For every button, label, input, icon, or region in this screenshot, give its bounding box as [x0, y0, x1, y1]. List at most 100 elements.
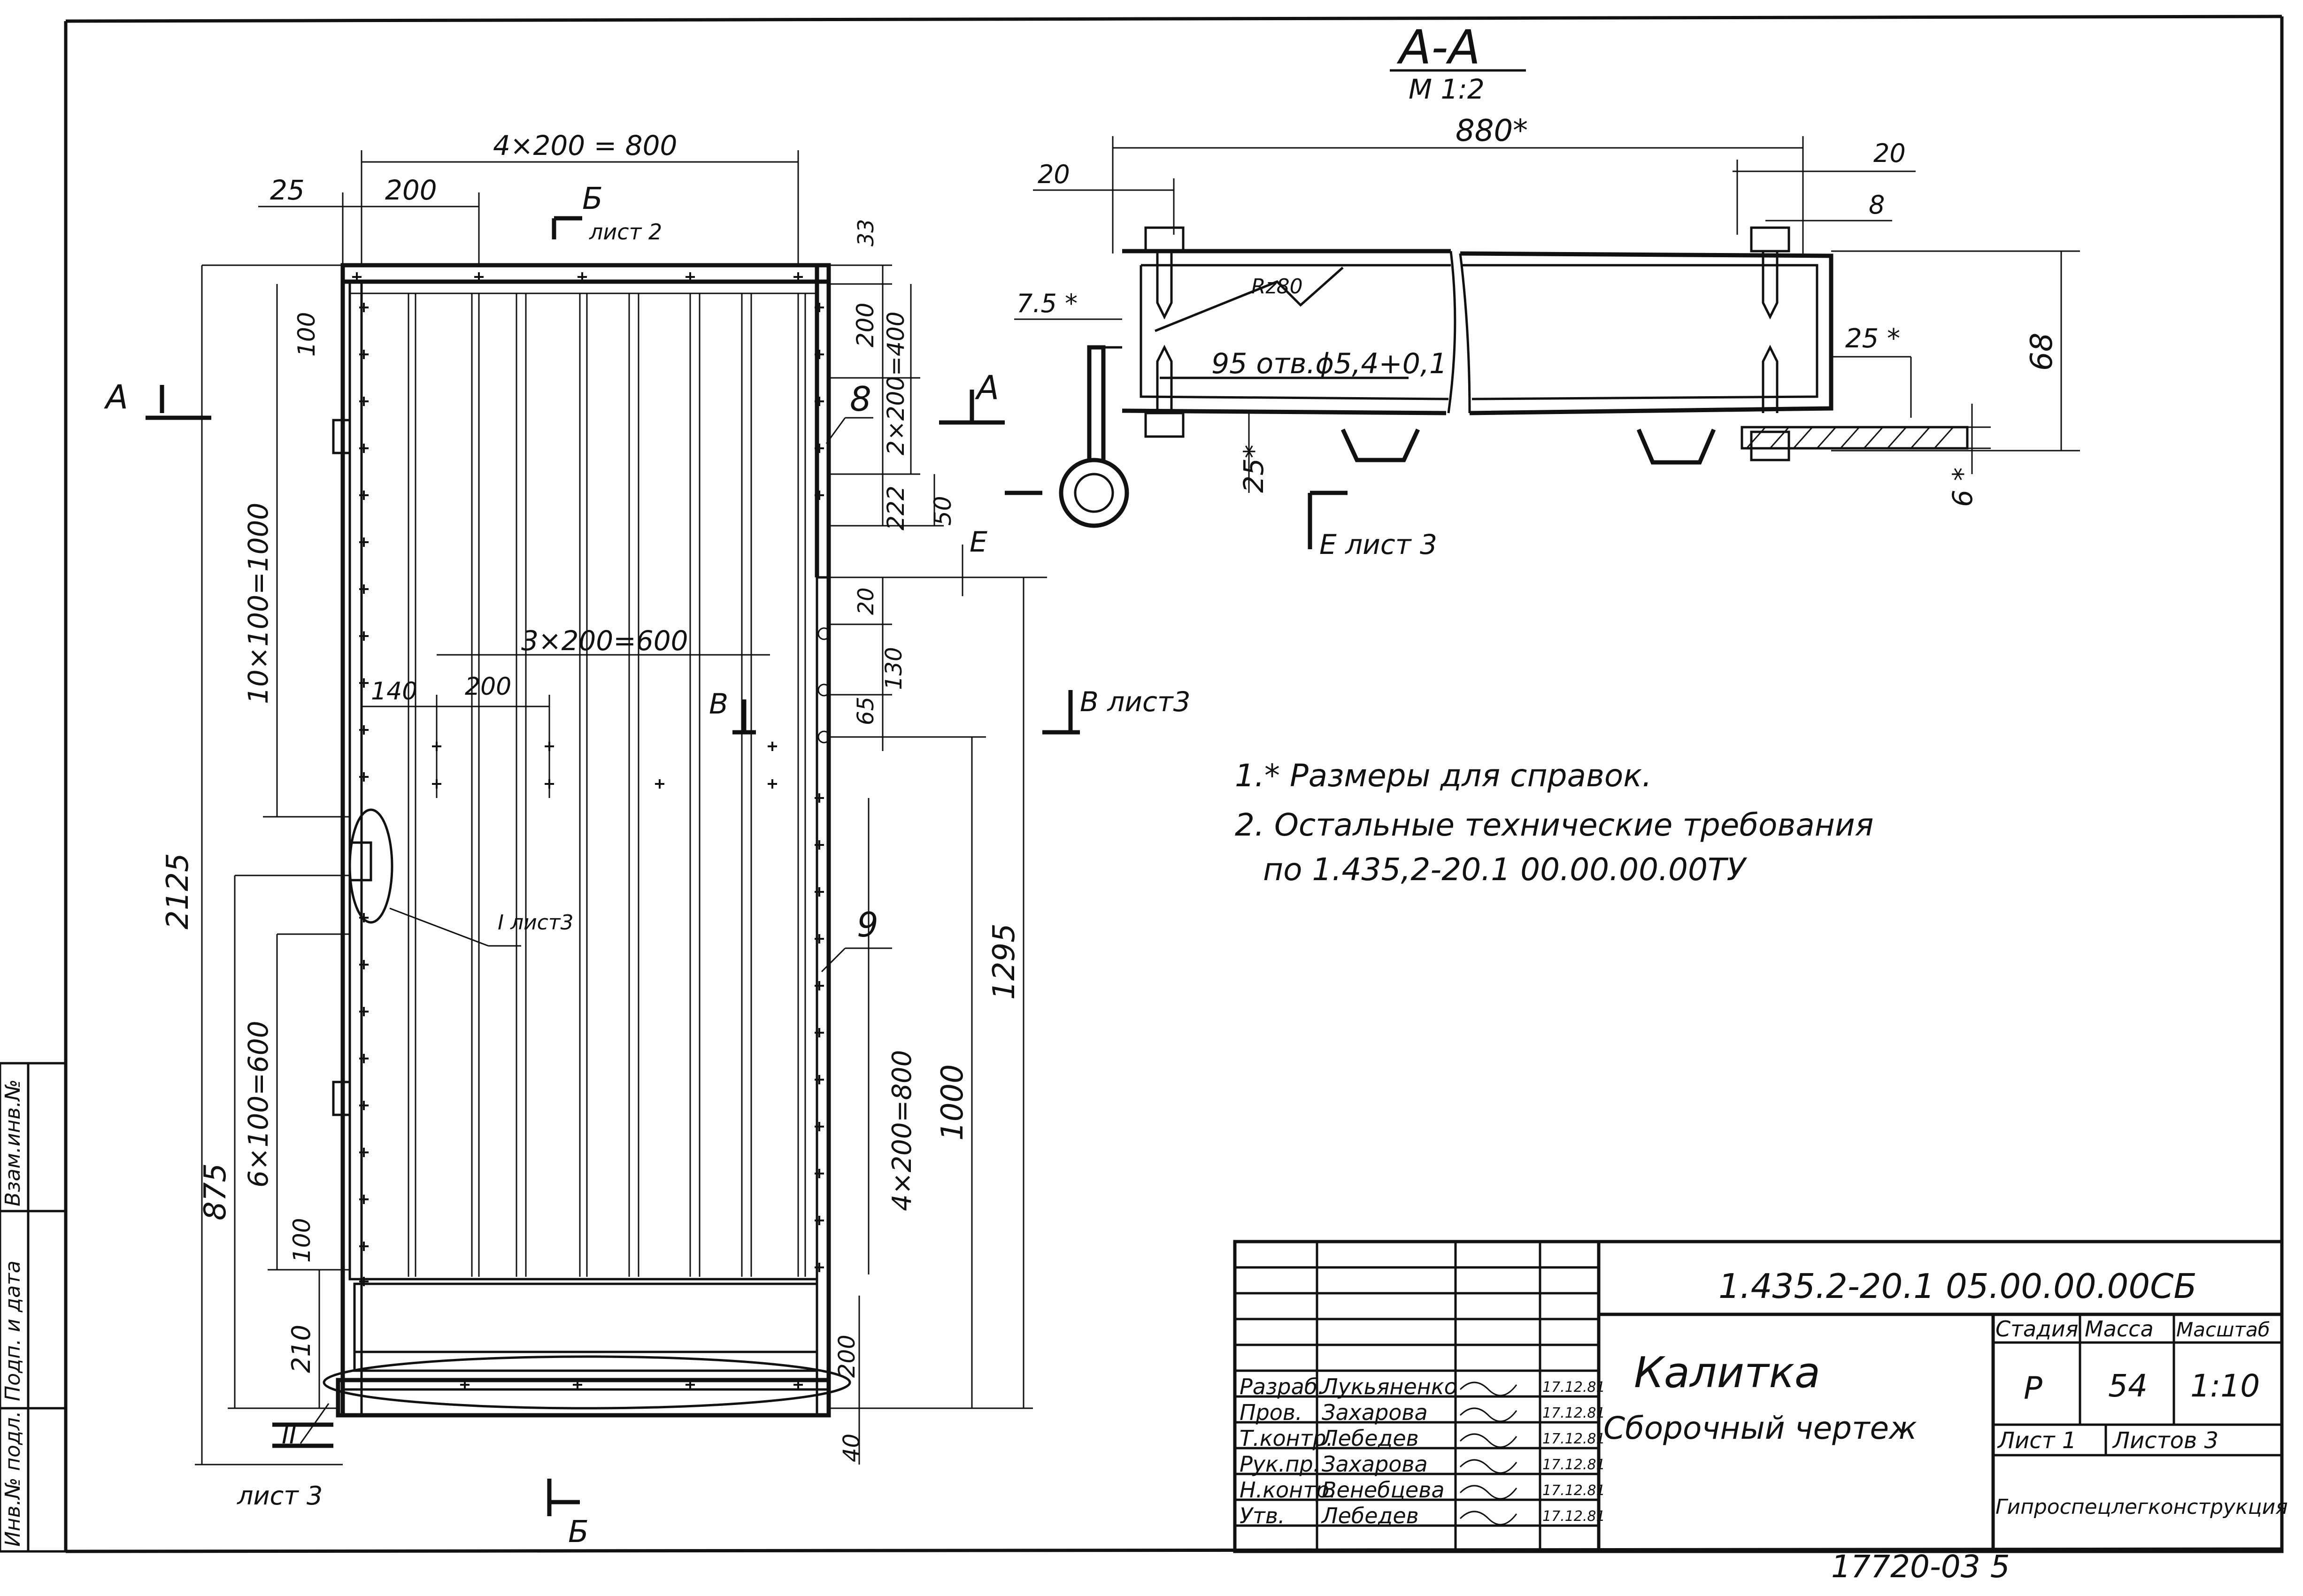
dim-50: 50 [929, 496, 956, 526]
hinge-lower [332, 1081, 351, 1116]
dim-1295: 1295 [987, 923, 1022, 1000]
doc-type: Сборочный чертеж [1603, 1410, 1917, 1446]
gate-front-view [323, 263, 851, 1418]
dim-1000-right: 1000 [935, 1064, 970, 1141]
seal-strip [1741, 426, 1969, 450]
signature-name: Лебедев [1321, 1503, 1419, 1528]
signature-role: Н.контр. [1240, 1477, 1336, 1503]
dim-6x100-600: 6×100=600 [242, 1021, 274, 1188]
dim-20-right: 20 [853, 587, 878, 615]
signature-name: Лукьяненко [1321, 1374, 1457, 1399]
signature-row: Утв. Лебедев 17.12.81 [1240, 1503, 1605, 1528]
cut-b-bottom: Б [568, 1515, 589, 1550]
signature-name: Захарова [1322, 1451, 1428, 1477]
organization: Гипроспецлегконструкция [1995, 1495, 2288, 1519]
dim-3x200-600: 3×200=600 [521, 625, 688, 657]
dim-68: 68 [2025, 333, 2059, 371]
signature-date: 17.12.81 [1542, 1482, 1605, 1499]
holes-note: 95 отв.ϕ5,4+0,1 [1211, 347, 1447, 380]
signature-name: Захарова [1322, 1400, 1428, 1425]
signature-date: 17.12.81 [1542, 1379, 1605, 1396]
dim-222: 222 [882, 486, 909, 530]
dim-25-below: 25* [1238, 445, 1270, 493]
dim-20-left: 20 [1038, 160, 1070, 189]
dim-20-right: 20 [1873, 138, 1906, 168]
dim-4x200-800-right: 4×200=800 [887, 1050, 917, 1211]
signature-name: Лебедев [1321, 1426, 1419, 1451]
signature-row: Пров. Захарова 17.12.81 [1240, 1400, 1605, 1425]
view-a-left: А [104, 378, 128, 416]
dim-8: 8 [1869, 190, 1885, 220]
dim-200-right-bottom: 200 [834, 1335, 860, 1378]
stamp-vzam-inv: Взам.инв.№ [1, 1079, 25, 1206]
value-mass: 54 [2108, 1368, 2148, 1404]
callout-8: 8 [850, 379, 871, 419]
view-e-section: Е лист 3 [1319, 529, 1437, 560]
value-scale: 1:10 [2190, 1368, 2260, 1404]
dim-33: 33 [853, 219, 878, 246]
roughness-rz80: Rz80 [1251, 275, 1303, 299]
signature-row: Разраб. Лукьяненко 17.12.81 [1240, 1374, 1605, 1399]
detail-ii-label: II [282, 1420, 297, 1450]
callout-9: 9 [857, 905, 878, 944]
dim-100-top: 100 [293, 312, 320, 357]
signature-role: Т.контр. [1240, 1426, 1333, 1451]
dim-210: 210 [286, 1325, 316, 1373]
dim-40: 40 [839, 1434, 865, 1462]
signature-date: 17.12.81 [1542, 1508, 1605, 1525]
stamp-inv-podl: Инв.№ подл. [1, 1411, 25, 1547]
signature-role: Утв. [1240, 1503, 1285, 1528]
side-stamp: Инв.№ подл. Подп. и дата Взам.инв.№ [0, 1062, 67, 1553]
cut-b-top-sheet: лист 2 [589, 219, 662, 245]
dim-200-right-top: 200 [852, 303, 879, 347]
signature-role: Разраб. [1240, 1374, 1325, 1399]
doc-name: Калитка [1634, 1348, 1820, 1397]
dim-6: 6 * [1947, 468, 1979, 507]
stamp-podp-data: Подп. и дата [1, 1260, 25, 1401]
signature-role: Пров. [1240, 1400, 1302, 1425]
header-stage: Стадия [1995, 1316, 2078, 1342]
footer-code: 17720-03 5 [1831, 1549, 2010, 1585]
cut-b-inner: В [709, 688, 728, 721]
dim-25-star: 25 * [1845, 323, 1900, 354]
note-1: 1.* Размеры для справок. [1235, 758, 1652, 794]
dim-880: 880* [1456, 114, 1528, 148]
dim-25: 25 [270, 174, 305, 206]
dim-2125: 2125 [161, 853, 195, 929]
dim-100-bottom: 100 [288, 1218, 316, 1263]
section-title: А-А [1396, 20, 1480, 75]
dim-130: 130 [881, 647, 907, 690]
rivet-marks [352, 272, 824, 1389]
cut-b-top-letter: Б [582, 182, 603, 216]
header-scale: Масштаб [2176, 1318, 2270, 1341]
view-a-right: А [975, 368, 999, 407]
signature-date: 17.12.81 [1542, 1431, 1605, 1447]
dim-2x200-400: 2×200=400 [882, 312, 909, 455]
signature-date: 17.12.81 [1542, 1457, 1605, 1473]
dim-140: 140 [371, 677, 417, 706]
header-mass: Масса [2085, 1316, 2154, 1342]
view-e-front: Е [970, 526, 987, 559]
sheet-frame [64, 15, 2284, 1553]
signature-row: Рук.пр. Захарова 17.12.81 [1240, 1451, 1605, 1477]
title-block: 1.435.2-20.1 05.00.00.00СБ Калитка Сборо… [1233, 1240, 2288, 1553]
dim-10x100-1000: 10×100=1000 [242, 503, 274, 704]
signature-date: 17.12.81 [1542, 1405, 1605, 1421]
dim-65: 65 [853, 697, 879, 725]
note-3: по 1.435,2-20.1 00.00.00.00ТУ [1263, 852, 1747, 888]
fasteners [1144, 226, 1790, 461]
dim-875: 875 [198, 1163, 233, 1220]
dim-4x200-800: 4×200 = 800 [493, 130, 677, 161]
dim-200-inner: 200 [465, 673, 511, 701]
sheets-total: Листов 3 [2112, 1427, 2218, 1454]
value-stage: Р [2024, 1370, 2042, 1406]
note-2: 2. Остальные технические требования [1235, 807, 1874, 843]
section-scale: М 1:2 [1409, 73, 1485, 105]
signature-row: Н.контр. Венебцева 17.12.81 [1240, 1477, 1605, 1503]
doc-number: 1.435.2-20.1 05.00.00.00СБ [1718, 1266, 2197, 1306]
dim-200-top: 200 [385, 174, 437, 206]
detail-ii-sheet: лист 3 [237, 1481, 323, 1511]
front-view-dimensions: 4×200 = 800 25 200 Б лист 2 А 2125 10×10… [104, 130, 1191, 1550]
signature-row: Т.контр. Лебедев 17.12.81 [1240, 1426, 1605, 1451]
